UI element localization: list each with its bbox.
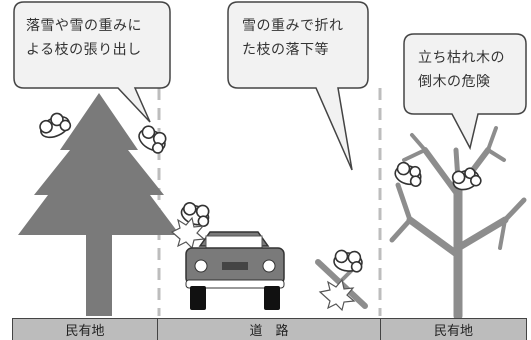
car-icon [185, 231, 285, 310]
dead-tree [389, 126, 527, 321]
callout-bubble-left [13, 1, 171, 123]
snow-clump-icon [138, 125, 167, 154]
snow-clump-icon [39, 112, 72, 139]
snow-clump-icon [451, 167, 482, 191]
ground-label-road: 道 路 [158, 318, 381, 340]
callout-text-center: 雪の重みで折れ た枝の落下等 [242, 18, 344, 58]
snow-clump-icon [394, 161, 422, 187]
conifer-tree [18, 93, 180, 316]
impact-bursts [170, 216, 356, 312]
callout-bubble-center [227, 1, 369, 171]
callout-text-right: 立ち枯れ木の 倒木の危険 [418, 50, 505, 90]
impact-burst-icon [170, 216, 206, 250]
callout-bubble-right [403, 33, 527, 151]
impact-burst-icon [318, 278, 356, 312]
ground-label-private-left: 民有地 [12, 318, 158, 340]
callout-text-left: 落雪や雪の重みに よる枝の張り出し [26, 18, 142, 58]
ground-label-private-right: 民有地 [381, 318, 527, 340]
snow-clumps [39, 112, 482, 273]
snow-clump-icon [333, 249, 363, 273]
